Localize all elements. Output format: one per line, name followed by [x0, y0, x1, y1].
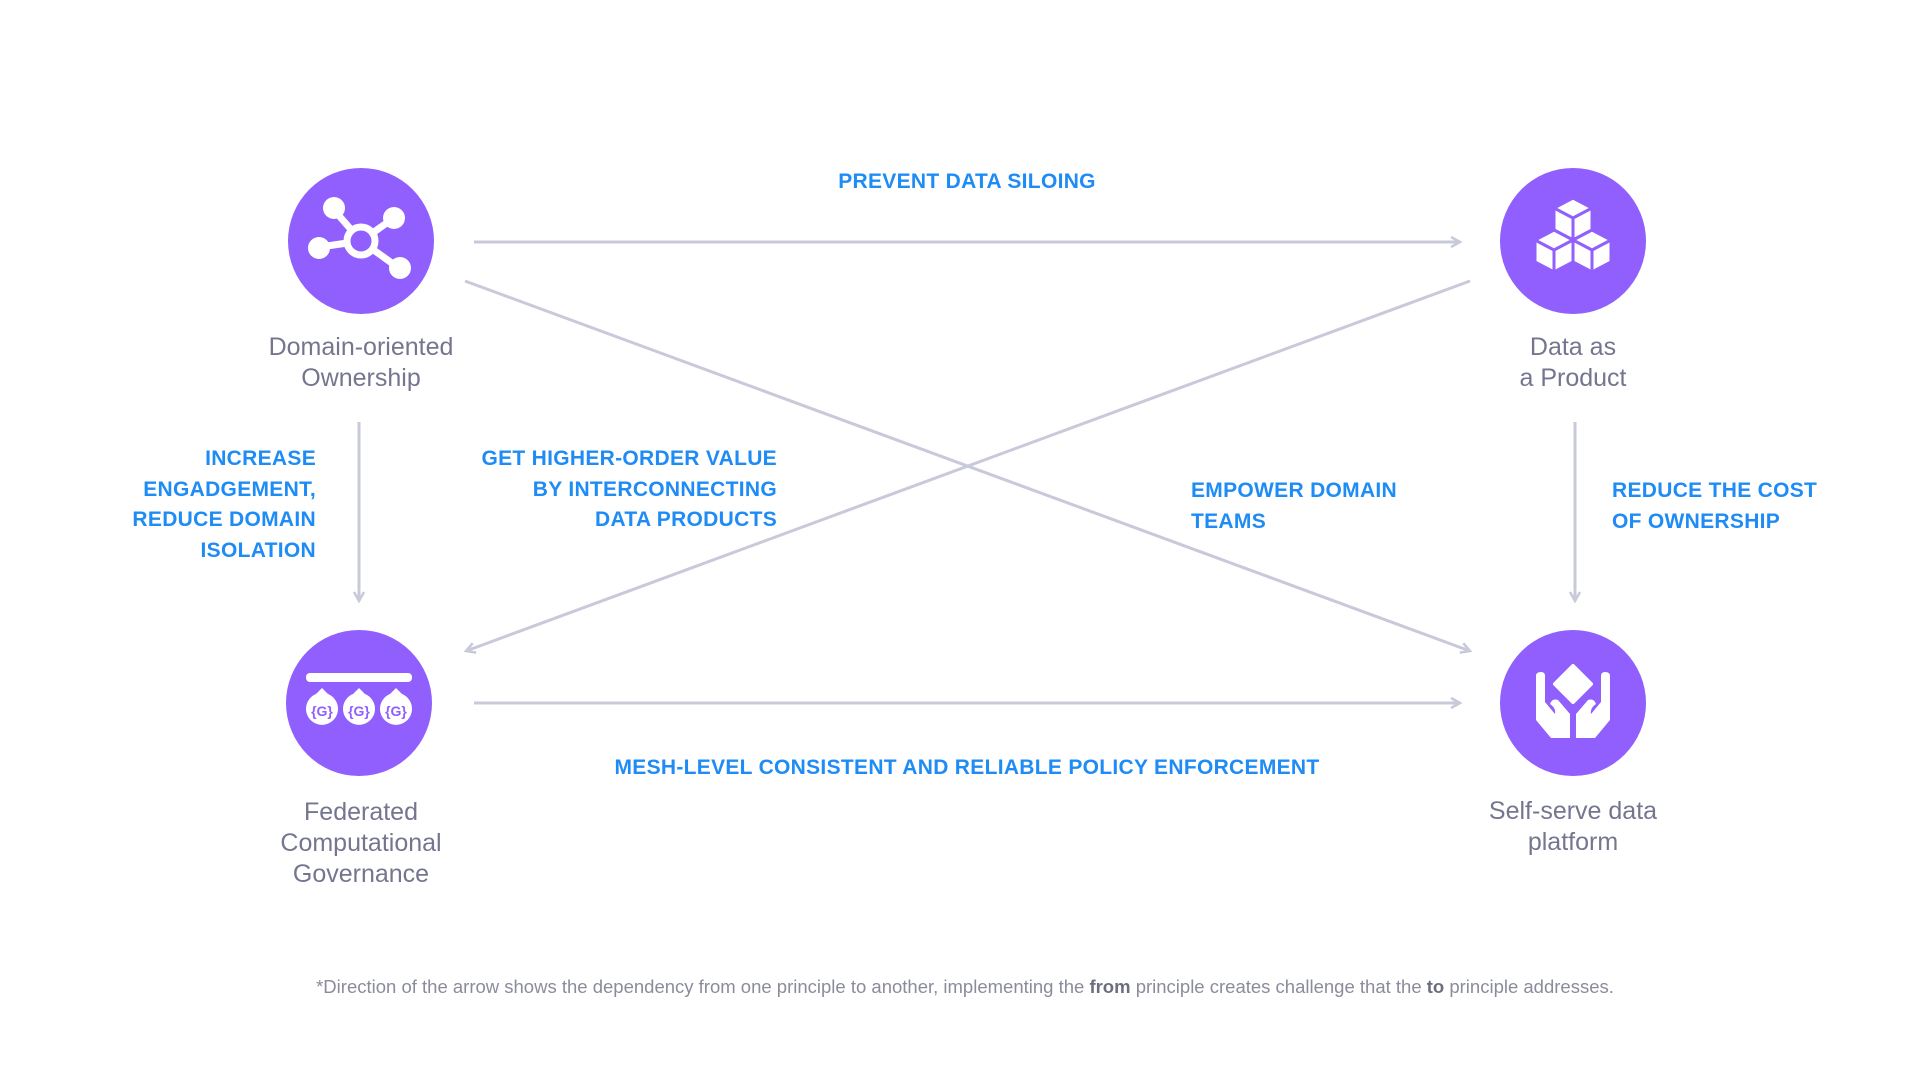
relation-line: DATA PRODUCTS [595, 508, 777, 531]
relation-line: GET HIGHER-ORDER VALUE [481, 447, 777, 470]
label-line: Computational [280, 829, 442, 857]
label-line: platform [1527, 828, 1619, 856]
cubes-icon [1533, 196, 1613, 274]
label-line: Data as [1529, 333, 1617, 361]
label-line: Domain-oriented [268, 333, 454, 361]
footnote-to: to [1426, 976, 1445, 997]
label-line: Federated [304, 798, 418, 826]
network-hub-icon [308, 197, 411, 279]
footnote-from: from [1089, 976, 1131, 997]
governance-icon: {G} {G} {G} [306, 673, 412, 725]
self-serve-platform-node [1500, 630, 1646, 776]
relation-line: INCREASE [205, 447, 316, 470]
governance-g-text: {G} [311, 703, 333, 719]
federated-governance-node: {G} {G} {G} [286, 630, 432, 776]
footnote-text: principle creates challenge that the [1130, 976, 1427, 997]
label-line: a Product [1519, 364, 1627, 392]
relation-line: ISOLATION [200, 538, 316, 562]
data-product-label: Data as a Product [1423, 332, 1723, 394]
relation-line: MESH-LEVEL CONSISTENT AND RELIABLE POLIC… [614, 756, 1320, 779]
label-line: Ownership [301, 364, 421, 392]
data-product-node [1500, 168, 1646, 314]
relation-empower-domain-teams: EMPOWER DOMAIN TEAMS [1191, 476, 1451, 537]
domain-ownership-label: Domain-oriented Ownership [211, 332, 511, 394]
relation-higher-order-value: GET HIGHER-ORDER VALUE BY INTERCONNECTIN… [437, 444, 777, 536]
footnote-text: principle addresses. [1444, 976, 1614, 997]
federated-governance-label: Federated Computational Governance [211, 797, 511, 890]
relation-line: REDUCE DOMAIN [132, 508, 316, 531]
label-line: Governance [292, 860, 430, 888]
domain-ownership-node [288, 168, 434, 314]
relation-line: REDUCE THE COST [1612, 479, 1818, 502]
relation-line: BY INTERCONNECTING [532, 477, 777, 501]
relation-line: ENGADGEMENT, [143, 477, 316, 501]
self-serve-platform-label: Self-serve data platform [1423, 796, 1723, 858]
governance-g-text: {G} [385, 703, 407, 719]
footnote-text: *Direction of the arrow shows the depend… [316, 976, 1090, 997]
hands-holding-icon [1536, 664, 1610, 738]
relation-policy-enforcement: MESH-LEVEL CONSISTENT AND RELIABLE POLIC… [567, 753, 1367, 784]
governance-g-text: {G} [348, 703, 370, 719]
relation-prevent-data-siloing: PREVENT DATA SILOING [767, 167, 1167, 198]
label-line: Self-serve data [1488, 797, 1658, 825]
relation-increase-engagement: INCREASE ENGADGEMENT, REDUCE DOMAIN ISOL… [96, 444, 316, 566]
relation-reduce-cost-of-ownership: REDUCE THE COST OF OWNERSHIP [1612, 476, 1872, 537]
relation-line: OF OWNERSHIP [1612, 509, 1781, 533]
relation-line: EMPOWER DOMAIN [1191, 479, 1398, 502]
arrow-product-to-governance [466, 279, 1471, 651]
footnote: *Direction of the arrow shows the depend… [0, 976, 1920, 998]
relation-line: PREVENT DATA SILOING [838, 170, 1096, 193]
relation-line: TEAMS [1191, 509, 1266, 533]
